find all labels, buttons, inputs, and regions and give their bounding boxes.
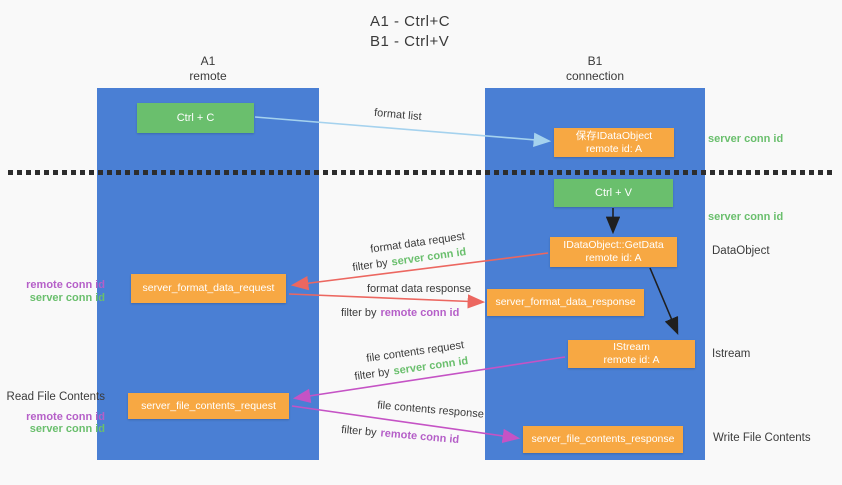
filter-by-text: filter by bbox=[353, 366, 391, 383]
filter-by-text: filter by bbox=[340, 423, 378, 439]
server-conn-id-side-top: server conn id bbox=[708, 133, 784, 145]
getdata-line2: remote id: A bbox=[585, 252, 642, 264]
save-dataobject-line1: 保存IDataObject bbox=[575, 129, 653, 142]
getdata-node: IDataObject::GetData remote id: A bbox=[550, 237, 677, 267]
server-conn-id-left-2: server conn id bbox=[29, 423, 105, 435]
istream-node: IStream remote id: A bbox=[568, 340, 695, 368]
ctrl-c-label: Ctrl + C bbox=[176, 111, 215, 124]
getdata-line1: IDataObject::GetData bbox=[563, 239, 664, 251]
lane-header-a1: A1 remote bbox=[97, 54, 319, 84]
istream-line2: remote id: A bbox=[603, 354, 660, 366]
dataobject-side-label: DataObject bbox=[712, 245, 770, 257]
remote-conn-id-text: remote conn id bbox=[380, 307, 460, 319]
server-conn-id-side-mid: server conn id bbox=[708, 211, 784, 223]
lane-header-b1: B1 connection bbox=[485, 54, 705, 84]
format-request-conn-ids: remote conn id server conn id bbox=[5, 279, 105, 304]
istream-side-label: Istream bbox=[712, 348, 751, 360]
filter-by-text: filter by bbox=[341, 307, 377, 319]
server-format-data-response-label: server_format_data_response bbox=[495, 296, 636, 308]
ctrl-v-node: Ctrl + V bbox=[554, 179, 673, 207]
ctrl-c-node: Ctrl + C bbox=[137, 103, 254, 133]
title-line-2: B1 - Ctrl+V bbox=[370, 33, 450, 50]
save-dataobject-line2: remote id: A bbox=[585, 142, 642, 155]
write-file-contents-label: Write File Contents bbox=[713, 432, 811, 444]
server-conn-id-left-1: server conn id bbox=[29, 291, 105, 304]
remote-conn-id-text: remote conn id bbox=[380, 427, 460, 447]
server-format-data-response-node: server_format_data_response bbox=[487, 289, 644, 316]
server-file-contents-response-label: server_file_contents_response bbox=[531, 433, 675, 445]
filter-by-text: filter by bbox=[351, 257, 389, 274]
format-list-label: format list bbox=[373, 106, 423, 124]
istream-line1: IStream bbox=[613, 341, 650, 353]
session-divider bbox=[8, 170, 836, 175]
file-request-left-labels: Read File Contents remote conn id server… bbox=[5, 391, 105, 436]
ctrl-v-label: Ctrl + V bbox=[595, 186, 632, 199]
file-contents-response-label: file contents response bbox=[376, 399, 485, 421]
format-data-response-label: format data response bbox=[367, 283, 471, 295]
lane-b1-name: B1 bbox=[587, 54, 603, 68]
server-format-data-request-label: server_format_data_request bbox=[142, 282, 275, 294]
lane-a1-subtitle: remote bbox=[189, 69, 227, 83]
title-line-1: A1 - Ctrl+C bbox=[370, 13, 451, 30]
remote-conn-id-left-2: remote conn id bbox=[26, 410, 105, 423]
server-file-contents-request-label: server_file_contents_request bbox=[141, 399, 276, 412]
server-file-contents-request-node: server_file_contents_request bbox=[128, 393, 289, 419]
lane-b1-subtitle: connection bbox=[565, 69, 625, 83]
read-file-contents-label: Read File Contents bbox=[6, 391, 105, 403]
server-file-contents-response-node: server_file_contents_response bbox=[523, 426, 683, 453]
remote-conn-id-left-1: remote conn id bbox=[26, 279, 105, 291]
server-format-data-request-node: server_format_data_request bbox=[131, 274, 286, 303]
save-dataobject-node: 保存IDataObject remote id: A bbox=[554, 128, 674, 157]
diagram-title: A1 - Ctrl+C B1 - Ctrl+V bbox=[370, 12, 450, 52]
lane-a1-name: A1 bbox=[200, 54, 216, 68]
